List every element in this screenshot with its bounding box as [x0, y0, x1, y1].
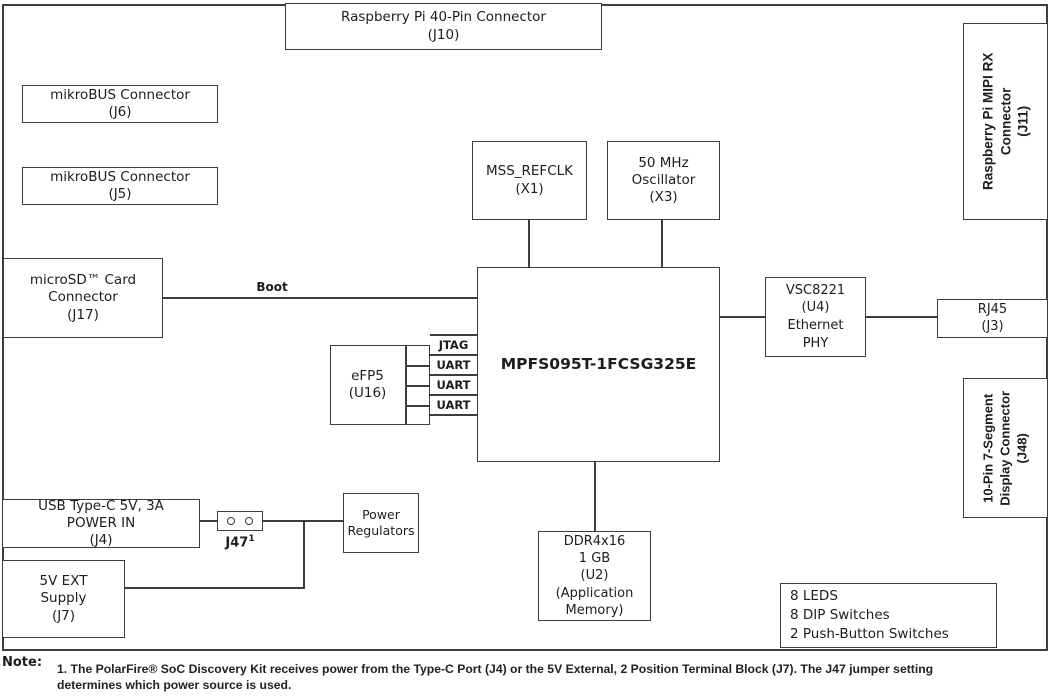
wire-j4-to-j47: [200, 520, 217, 522]
wire-x3-to-mpfs: [661, 220, 663, 267]
efp5-pin-cell-divider: [405, 385, 430, 387]
block-5v-ext-supply-j7: 5V EXT Supply (J7): [2, 560, 125, 638]
block-line: Oscillator: [631, 171, 696, 188]
block-line: MSS_REFCLK: [485, 163, 573, 180]
block-line: (X3): [649, 189, 678, 206]
block-line: mikroBUS Connector: [50, 86, 190, 103]
block-line: PHY: [802, 335, 829, 351]
block-line: Raspberry Pi 40-Pin Connector: [341, 9, 546, 26]
block-usb-type-c-power-in-j4: USB Type-C 5V, 3A POWER IN (J4): [2, 497, 200, 549]
wire-label-jtag: JTAG: [438, 338, 469, 352]
block-line: Display Connector: [997, 390, 1013, 506]
block-line: POWER IN: [66, 514, 136, 531]
block-microsd-card-connector-j17: microSD™ Card Connector (J17): [3, 258, 163, 338]
note-line-1: 1. The PolarFire® SoC Discovery Kit rece…: [57, 662, 934, 676]
wire-j7-to-junction: [125, 587, 305, 589]
wire-mpfs-to-ddr4: [594, 461, 596, 531]
block-line: 1 GB: [578, 551, 611, 567]
wire-uart-2: [430, 394, 477, 396]
block-mss-refclk-x1: MSS_REFCLK (X1): [472, 141, 587, 220]
jumper-j47-superscript: 1: [248, 534, 255, 544]
block-leds-dip-pushbutton-switches: 8 LEDS 8 DIP Switches 2 Push-Button Swit…: [780, 583, 997, 648]
block-line: 10-Pin 7-Segment: [980, 393, 996, 503]
block-line: (U16): [348, 385, 387, 401]
block-line: (J11): [1015, 106, 1031, 137]
block-line: (J10): [427, 26, 460, 43]
block-line: Memory): [565, 602, 624, 618]
block-line: Connector: [997, 87, 1013, 156]
jumper-j47-text: J47: [225, 535, 249, 551]
wire-vsc8221-to-rj45: [866, 316, 937, 318]
block-raspberry-pi-40pin-connector-j10: Raspberry Pi 40-Pin Connector (J10): [285, 3, 602, 50]
block-line: Connector: [48, 289, 118, 306]
wire-uart-1: [430, 374, 477, 376]
block-line: 5V EXT: [39, 573, 88, 590]
block-line: 8 LEDS: [790, 587, 838, 604]
jumper-j47: [217, 511, 263, 531]
block-mikrobus-connector-j6: mikroBUS Connector (J6): [22, 85, 218, 123]
note-heading: Note:: [2, 655, 43, 670]
wire-label-uart: UART: [436, 378, 471, 392]
block-raspberry-pi-mipi-rx-connector-j11: Raspberry Pi MIPI RX Connector (J11): [963, 23, 1048, 220]
rotated-label: 10-Pin 7-Segment Display Connector (J48): [980, 382, 1031, 514]
jumper-j47-label: J471: [213, 534, 267, 550]
block-line: (X1): [515, 180, 544, 197]
jumper-pin-circle: [245, 517, 253, 525]
block-vsc8221-ethernet-phy-u4: VSC8221 (U4) Ethernet PHY: [765, 277, 866, 357]
block-ddr4-application-memory-u2: DDR4x16 1 GB (U2) (Application Memory): [538, 531, 651, 621]
block-rj45-j3: RJ45 (J3): [937, 299, 1048, 338]
wire-jtag: [430, 354, 477, 356]
jumper-pin-circle: [227, 517, 235, 525]
block-line: (J7): [51, 607, 76, 624]
block-50mhz-oscillator-x3: 50 MHz Oscillator (X3): [607, 141, 720, 220]
block-line: (J6): [108, 104, 132, 120]
block-line: (Application: [555, 585, 634, 601]
block-line: (J17): [67, 306, 99, 323]
block-line: Supply: [40, 590, 87, 607]
block-line: (U4): [801, 300, 830, 316]
block-line: RJ45: [977, 301, 1008, 317]
block-power-regulators: Power Regulators: [343, 493, 419, 553]
wire-label-boot: Boot: [256, 280, 288, 294]
wire-ladder-top: [430, 334, 477, 336]
block-7segment-display-connector-j48: 10-Pin 7-Segment Display Connector (J48): [963, 378, 1048, 518]
block-line: DDR4x16: [563, 533, 626, 549]
block-line: 50 MHz: [638, 154, 689, 171]
block-line: 8 DIP Switches: [790, 606, 890, 623]
block-line: Regulators: [347, 523, 415, 538]
block-line: (J4): [89, 532, 113, 549]
block-line: Ethernet: [787, 318, 844, 333]
wire-power-junction: [303, 520, 305, 589]
wire-uart-3: [430, 414, 477, 416]
block-line: (J3): [981, 318, 1004, 334]
block-line: (J48): [1013, 432, 1029, 464]
efp5-pin-cell-divider: [405, 405, 430, 407]
wire-boot-microsd-to-mpfs: [163, 297, 477, 299]
rotated-label: Raspberry Pi MIPI RX Connector (J11): [979, 27, 1032, 215]
block-line: Raspberry Pi MIPI RX: [980, 52, 996, 191]
note-line-2: determines which power source is used.: [57, 678, 292, 692]
block-mikrobus-connector-j5: mikroBUS Connector (J5): [22, 167, 218, 205]
block-line: (U2): [580, 568, 609, 584]
wire-label-uart: UART: [436, 398, 471, 412]
fpga-part-number: MPFS095T-1FCSG325E: [500, 354, 697, 373]
block-mpfs095t-fpga: MPFS095T-1FCSG325E: [477, 267, 720, 462]
efp5-pin-cell-divider: [405, 365, 430, 367]
block-line: Power: [362, 507, 400, 522]
block-line: eFP5: [351, 367, 384, 384]
wire-x1-to-mpfs: [528, 220, 530, 267]
wire-mpfs-to-vsc8221: [720, 316, 765, 318]
block-line: USB Type-C 5V, 3A: [38, 497, 164, 514]
block-line: mikroBUS Connector: [50, 168, 190, 185]
wire-label-uart: UART: [436, 358, 471, 372]
block-line: microSD™ Card: [29, 272, 137, 289]
block-line: VSC8221: [785, 282, 846, 298]
block-line: (J5): [108, 186, 132, 202]
block-line: 2 Push-Button Switches: [790, 626, 949, 643]
